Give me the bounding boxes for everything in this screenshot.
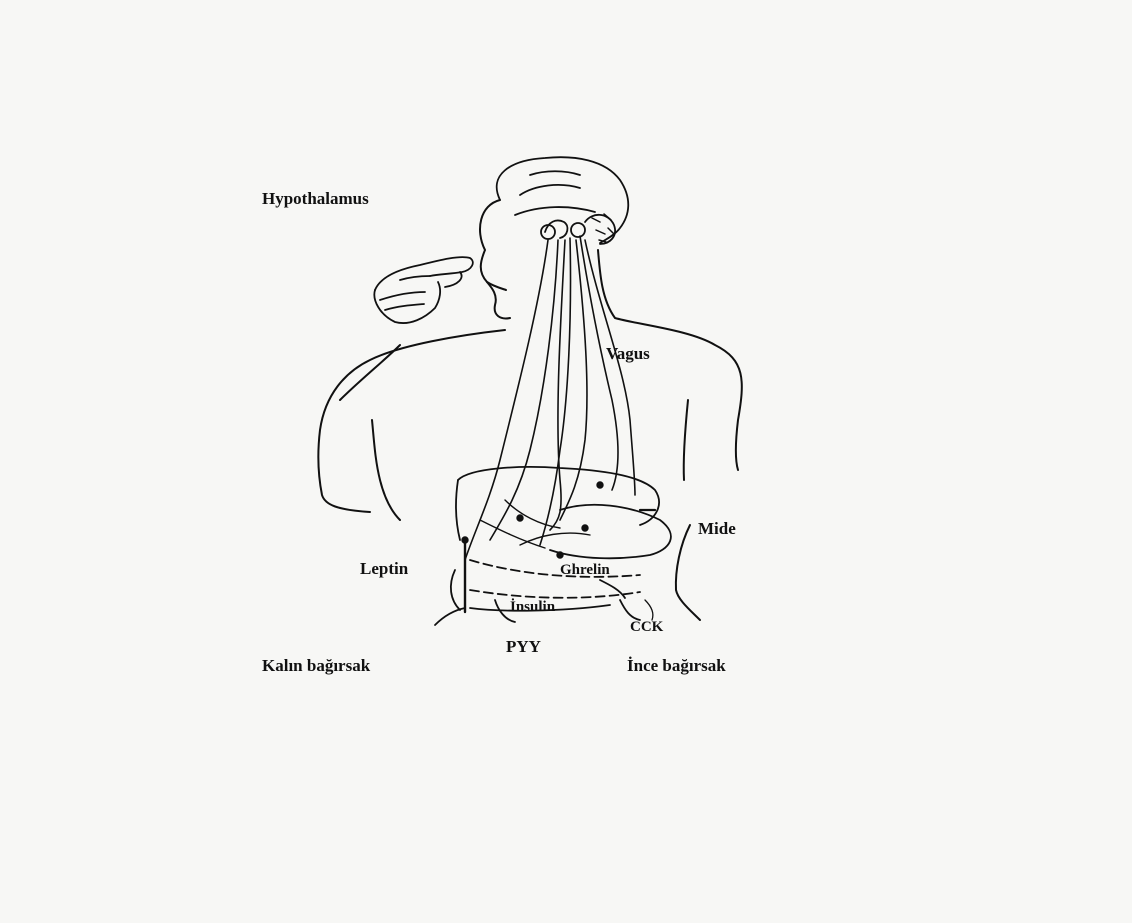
hand-illustration — [374, 257, 472, 323]
label-vagus: Vagus — [606, 345, 650, 362]
label-hypothalamus: Hypothalamus — [262, 190, 369, 207]
label-ince-bagirsak: İnce bağırsak — [627, 657, 726, 674]
label-kalin-bagirsak: Kalın bağırsak — [262, 657, 370, 674]
label-ghrelin: Ghrelin — [560, 563, 610, 578]
label-mide: Mide — [698, 520, 736, 537]
label-leptin: Leptin — [360, 560, 408, 577]
body-outline — [318, 200, 742, 620]
label-pyy: PYY — [506, 638, 541, 655]
label-cck: CCK — [630, 620, 663, 635]
label-insulin: İnsulin — [510, 600, 555, 615]
brain-illustration — [497, 157, 629, 244]
